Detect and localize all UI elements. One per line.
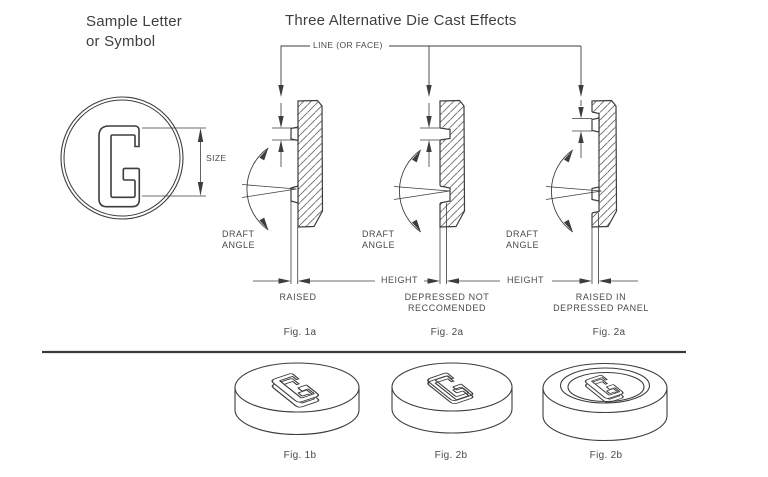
- caption-line: RECCOMENDED: [407, 302, 487, 313]
- fig-label-2b: Fig. 2b: [434, 450, 468, 461]
- draft-angle-label-fig2: DRAFT ANGLE: [362, 229, 395, 251]
- depressed-letter-section: [439, 127, 451, 141]
- fig-label-2b-panel: Fig. 2b: [589, 450, 623, 461]
- die-block: [297, 99, 324, 228]
- disc-depressed: [391, 362, 513, 434]
- sample-circle-inner: [63, 99, 181, 217]
- letter-g-outline: [98, 125, 141, 208]
- panel-rim: [559, 367, 651, 404]
- caption-line: RAISED IN: [575, 292, 627, 302]
- fig-label-2a: Fig. 2a: [430, 327, 464, 338]
- depressed-letter-section: [439, 185, 451, 204]
- angle-word: ANGLE: [222, 240, 256, 250]
- raised-letter-section: [290, 126, 299, 142]
- draft-word: DRAFT: [506, 229, 539, 239]
- raised-letter-section: [591, 117, 600, 133]
- dimension-lines: [241, 103, 375, 284]
- sample-label-line1: Sample Letter: [86, 13, 182, 30]
- size-label: SIZE: [206, 153, 227, 163]
- fig-label-2a-panel: Fig. 2a: [592, 327, 626, 338]
- fig-label-1b: Fig. 1b: [283, 450, 317, 461]
- height-label-1: HEIGHT: [381, 275, 419, 285]
- caption-raised: RAISED: [279, 292, 317, 302]
- height-label-2: HEIGHT: [507, 275, 545, 285]
- sample-letter-medallion: G: [60, 96, 206, 220]
- dimension-lines: [545, 100, 638, 284]
- line-or-face-label: LINE (OR FACE): [313, 40, 383, 50]
- disc-raised: [234, 362, 360, 436]
- sample-label: Sample Letter or Symbol: [86, 12, 182, 52]
- cross-section-depressed: [393, 99, 500, 284]
- sample-label-line2: or Symbol: [86, 33, 156, 50]
- dimension-lines: [393, 103, 500, 284]
- draft-angle-label-fig1: DRAFT ANGLE: [222, 229, 255, 251]
- page-title: Three Alternative Die Cast Effects: [285, 12, 517, 29]
- raised-letter-section: [591, 186, 600, 202]
- draft-word: DRAFT: [222, 229, 255, 239]
- fig-label-1a: Fig. 1a: [283, 327, 317, 338]
- panel-recess: [591, 111, 600, 214]
- angle-word: ANGLE: [506, 240, 540, 250]
- line-or-face-connector: [278, 45, 584, 97]
- angle-word: ANGLE: [362, 240, 396, 250]
- disc-raised-in-panel: [542, 362, 668, 442]
- draft-word: DRAFT: [362, 229, 395, 239]
- die-block: [439, 99, 466, 228]
- size-dimension: [142, 127, 206, 197]
- caption-depressed: DEPRESSED NOT RECCOMENDED: [387, 292, 507, 313]
- sample-circle-outer: [60, 96, 184, 220]
- caption-line: DEPRESSED PANEL: [553, 302, 649, 313]
- cross-section-raised: [241, 99, 375, 284]
- cross-section-raised-in-panel: [545, 99, 638, 284]
- caption-line: DEPRESSED NOT: [404, 292, 490, 302]
- draft-angle-label-fig3: DRAFT ANGLE: [506, 229, 539, 251]
- panel-floor-edge: [567, 371, 645, 403]
- caption-raised-in-panel: RAISED IN DEPRESSED PANEL: [541, 292, 661, 313]
